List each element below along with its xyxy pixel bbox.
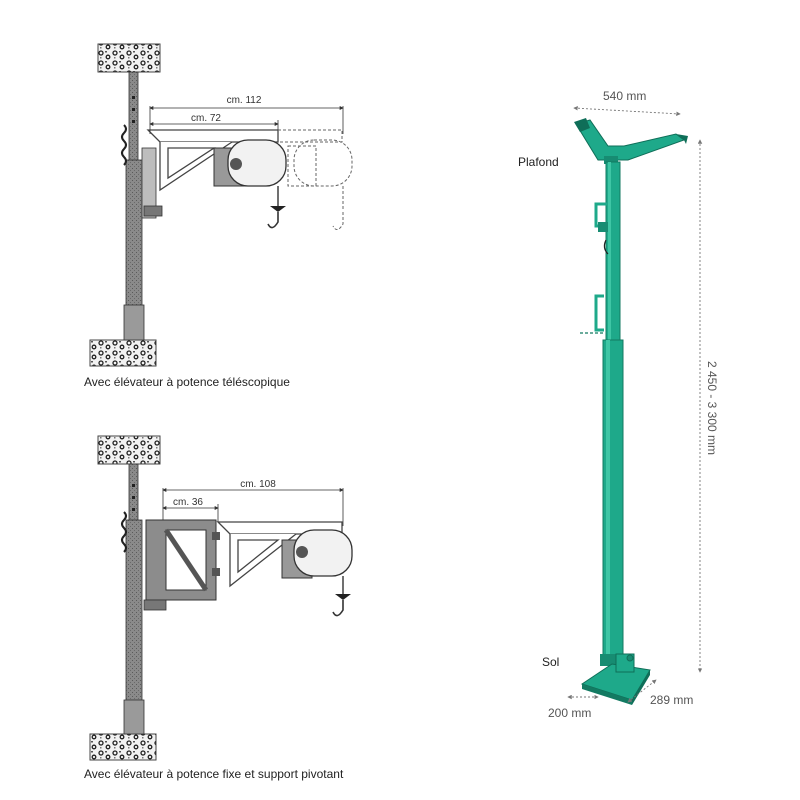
label-ceiling: Plafond — [518, 155, 559, 169]
dim-outer-label: cm. 112 — [227, 95, 262, 106]
dim-outer-label: cm. 108 — [240, 479, 276, 490]
dimension-lines — [149, 106, 344, 134]
dim-height: 2 450 - 3 300 mm — [705, 361, 719, 455]
caption-bottom: Avec élévateur à potence fixe et support… — [84, 767, 344, 781]
ceiling-fork — [574, 118, 688, 164]
caption-top: Avec élévateur à potence téléscopique — [84, 375, 290, 389]
winch — [213, 139, 287, 229]
ceiling-block — [97, 435, 161, 465]
ceiling-block — [97, 43, 161, 73]
dim-top-width: 540 mm — [603, 89, 646, 103]
lower-handle — [594, 294, 604, 332]
dim-base-a: 200 mm — [548, 706, 591, 720]
prop-lower-tube — [125, 519, 143, 731]
prop-dimension-lines — [567, 105, 703, 703]
chain — [121, 511, 127, 553]
pivot-support — [143, 519, 220, 611]
dimension-lines — [162, 488, 344, 526]
hook-icon — [267, 212, 279, 229]
label-floor: Sol — [542, 655, 559, 669]
diagram-fixed-hoist-pivot: cm. 108 cm. 36 Avec élévateur à potence … — [84, 435, 353, 781]
winch — [281, 529, 353, 617]
winch-extended-ghost — [278, 129, 353, 230]
chain — [121, 124, 127, 166]
floor-block — [89, 339, 157, 367]
floor-block — [89, 733, 157, 761]
prop-upper-tube — [128, 463, 139, 525]
dim-base-b: 289 mm — [650, 693, 693, 707]
prop-upper-tube — [128, 71, 139, 163]
dim-inner-label: cm. 72 — [191, 113, 221, 124]
diagram-telescopic-hoist: cm. 112 cm. 72 Avec élévateur à potence … — [84, 43, 353, 389]
hook-icon — [332, 600, 344, 617]
green-prop: 540 mm 2 450 - 3 300 mm 200 mm 289 mm Pl… — [518, 89, 719, 720]
dim-inner-label: cm. 36 — [173, 497, 203, 508]
